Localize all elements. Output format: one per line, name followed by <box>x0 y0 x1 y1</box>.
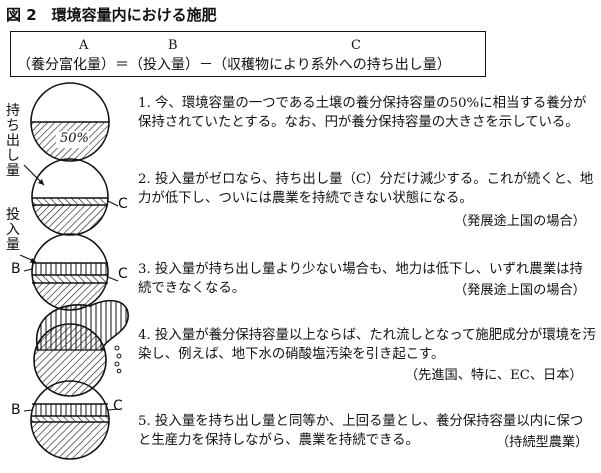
list-item-5: 5. 投入量を持ち出し量と同等か、上回る量とし、養分保持容量以内に保つと生産力を… <box>138 412 596 450</box>
c-label-2: C <box>118 196 128 212</box>
item-number: 4. <box>138 328 151 343</box>
list-item-2: 2. 投入量がゼロなら、持ち出し量（C）分だけ減少する。これが続くと、地力が低下… <box>138 170 596 208</box>
formula-label-b: B <box>168 38 178 53</box>
item-text: 投入量がゼロなら、持ち出し量（C）分だけ減少する。これが続くと、地力が低下し、つ… <box>138 172 594 206</box>
item-text: 投入量を持ち出し量と同等か、上回る量とし、養分保持容量以内に保つと生産力を保持し… <box>138 414 584 448</box>
circle-3-diagram <box>23 233 119 311</box>
item-number: 1. <box>138 96 151 111</box>
list-item-4: 4. 投入量が養分保持容量以上ならば、たれ流しとなって施肥成分が環境を汚染し、例… <box>138 326 596 364</box>
item-number: 5. <box>138 414 151 429</box>
drip-drops-icon <box>114 345 122 374</box>
formula-label-c: C <box>351 38 361 53</box>
list-item-3: 3. 投入量が持ち出し量より少ない場合も、地力は低下し、いずれ農業は持続できなく… <box>138 260 596 298</box>
item-text: 投入量が持ち出し量より少ない場合も、地力は低下し、いずれ農業は持続できなくなる。 <box>138 262 583 296</box>
circle-1-diagram <box>30 82 110 162</box>
input-label: 投入量 <box>6 207 20 253</box>
circle-1-percent-label: 50% <box>60 131 89 146</box>
item-4-note: （先進国、特に、EC、日本） <box>405 368 583 383</box>
c-label-3: C <box>118 266 128 282</box>
formula-text: （養分富化量）＝（投入量）－（収穫物により系外への持ち出し量） <box>17 57 451 73</box>
item-2-note: （発展途上国の場合） <box>454 214 586 229</box>
item-number: 2. <box>138 172 151 187</box>
item-3-note: （発展途上国の場合） <box>454 283 586 298</box>
formula-box: A B C （養分富化量）＝（投入量）－（収穫物により系外への持ち出し量） <box>10 31 486 77</box>
circle-2-diagram <box>31 158 119 236</box>
overflow-blob-diagram <box>33 299 129 397</box>
carry-out-label: 持ち出し量 <box>6 103 20 179</box>
item-number: 3. <box>138 262 151 277</box>
circle-5-diagram <box>23 380 119 460</box>
c-label-5: C <box>113 398 123 414</box>
item-text: 投入量が養分保持容量以上ならば、たれ流しとなって施肥成分が環境を汚染し、例えば、… <box>138 328 596 362</box>
formula-label-a: A <box>79 38 89 53</box>
b-label-3: B <box>11 261 21 277</box>
list-item-1: 1. 今、環境容量の一つである土壌の養分保持容量の50%に相当する養分が保持され… <box>138 94 596 132</box>
figure-title: 図 2 環境容量内における施肥 <box>6 6 217 24</box>
item-text: 今、環境容量の一つである土壌の養分保持容量の50%に相当する養分が保持されていた… <box>138 96 587 130</box>
item-5-note: （持続型農業） <box>496 435 589 450</box>
b-label-5: B <box>11 402 21 418</box>
